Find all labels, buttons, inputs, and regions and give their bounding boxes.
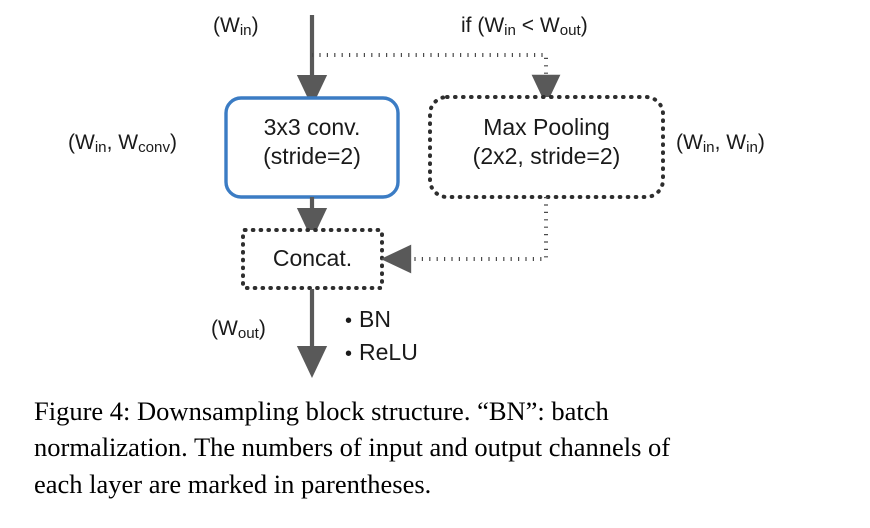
maxpool-node-text: Max Pooling (2x2, stride=2) bbox=[430, 113, 663, 172]
output-channels-label: (Wout) bbox=[211, 317, 266, 343]
figure-caption: Figure 4: Downsampling block structure. … bbox=[34, 393, 838, 502]
annotation-item-bn: • BN bbox=[345, 303, 418, 336]
bullet-icon: • bbox=[345, 342, 353, 365]
bullet-icon: • bbox=[345, 310, 353, 332]
annotation-item-relu: • ReLU bbox=[345, 336, 418, 369]
maxpool-node-line2: (2x2, stride=2) bbox=[472, 143, 621, 170]
branch-condition-label: if (Win < Wout) bbox=[461, 14, 588, 40]
maxpool-node-line1: Max Pooling bbox=[483, 114, 610, 140]
caption-line-3: each layer are marked in parentheses. bbox=[34, 468, 432, 499]
diagram-vector-layer bbox=[224, 15, 665, 378]
post-concat-annotations: • BN • ReLU bbox=[345, 303, 418, 368]
annotation-bn-label: BN bbox=[359, 306, 391, 332]
concat-node-line1: Concat. bbox=[272, 245, 353, 271]
pool-io-sub-in2: in bbox=[746, 139, 758, 157]
cond-sub-out: out bbox=[559, 22, 581, 40]
conv-io-sub-conv: conv bbox=[138, 139, 171, 157]
downsampling-block-diagram: (Win) if (Win < Wout) (Win, Wconv) (Win,… bbox=[68, 14, 765, 378]
conv-io-sub-in: in bbox=[94, 139, 107, 157]
cond-sub-in: in bbox=[504, 22, 516, 40]
maxpool-io-label: (Win, Win) bbox=[676, 131, 765, 157]
input-channels-subscript: in bbox=[239, 22, 252, 40]
edge-input-to-maxpool bbox=[312, 53, 561, 106]
conv-io-label: (Win, Wconv) bbox=[68, 131, 178, 157]
conv-node-text: 3x3 conv. (stride=2) bbox=[226, 113, 398, 172]
pool-io-sub-in1: in bbox=[702, 139, 715, 157]
concat-node-text: Concat. bbox=[243, 244, 382, 273]
conv-node-line2: (stride=2) bbox=[263, 143, 361, 170]
edge-maxpool-to-concat bbox=[380, 197, 548, 274]
annotation-relu-label: ReLU bbox=[359, 338, 418, 365]
conv-node-line1: 3x3 conv. bbox=[263, 114, 361, 140]
input-channels-label: (Win) bbox=[213, 14, 259, 40]
caption-line-2: normalization. The numbers of input and … bbox=[34, 432, 671, 463]
caption-line-1: Figure 4: Downsampling block structure. … bbox=[34, 396, 609, 426]
output-channels-subscript: out bbox=[237, 325, 259, 343]
